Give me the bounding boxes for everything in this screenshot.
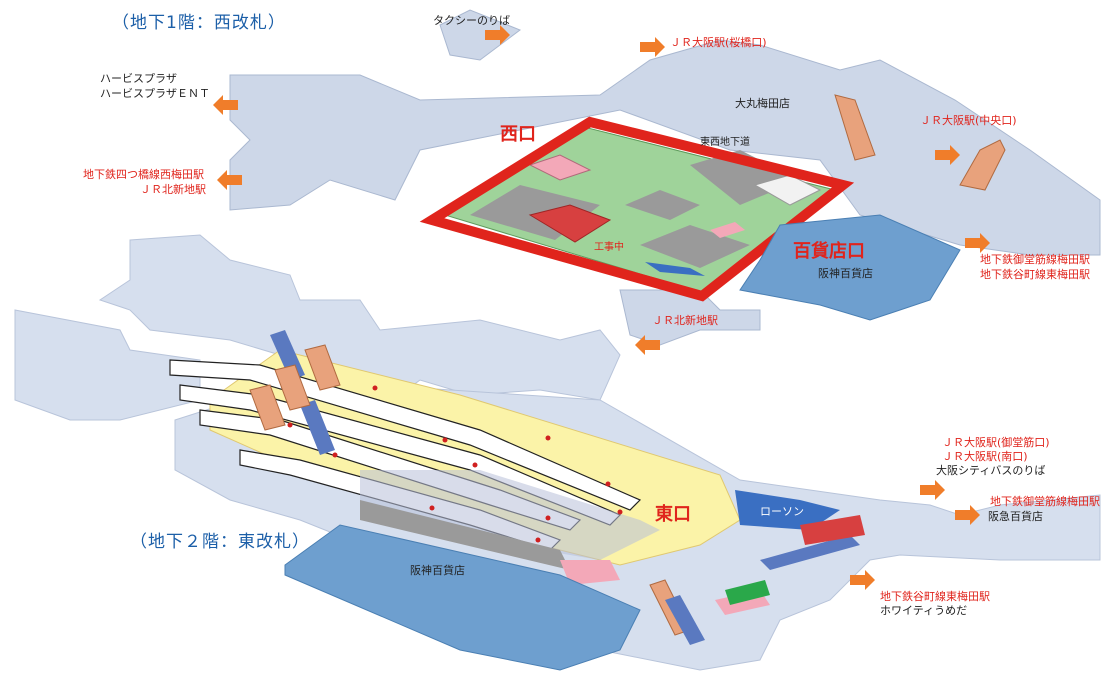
west-exit-boundary [419,116,855,302]
west-exit-label: 西口 [500,124,536,145]
hanshin-lower-area [284,524,641,671]
floor-label-b1: （地下1階：西改札） [112,13,286,33]
lawson-area [735,490,840,530]
taxi-direction: タクシーのりば [433,14,510,27]
jr-kitashinchi-central-direction: ＪＲ北新地駅 [652,314,718,327]
jr-kitashinchi-west-direction: ＪＲ北新地駅 [140,183,206,196]
direction-arrows [213,25,990,590]
hankyu-direction: 阪急百貨店 [988,510,1043,523]
midosuji-direction-2: 地下鉄御堂筋線梅田駅 [990,495,1100,508]
midosuji-direction-1: 地下鉄御堂筋線梅田駅 [980,253,1090,266]
hanshin-upper-area [739,214,961,321]
platform-markers [287,385,623,543]
department-exit-label: 百貨店口 [793,241,865,262]
herbis-direction-2: ハービスプラザＥＮＴ [100,87,210,100]
lawson-label: ローソン [760,505,804,518]
herbis-direction-1: ハービスプラザ [100,72,177,85]
tanimachi-direction-1: 地下鉄谷町線東梅田駅 [980,268,1090,281]
floor-label-b2: （地下２階：東改札） [130,532,310,552]
tanimachi-direction-2: 地下鉄谷町線東梅田駅 [880,590,990,603]
corridor-label: 東西地下道 [700,137,750,148]
city-bus-direction: 大阪シティバスのりば [936,464,1046,477]
jr-sakurabashi-direction: ＪＲ大阪駅(桜橋口) [670,36,767,49]
daimaru-label: 大丸梅田店 [735,97,790,110]
yotsubashi-direction: 地下鉄四つ橋線西梅田駅 [83,168,204,181]
west-concourse [419,116,855,302]
hanshin-upper-label: 阪神百貨店 [818,267,873,280]
east-exit-label: 東口 [655,504,691,525]
hanshin-lower-label: 阪神百貨店 [410,564,465,577]
jr-midosuji-direction: ＪＲ大阪駅(御堂筋口) [942,436,1050,449]
construction-label: 工事中 [594,242,624,253]
jr-south-direction: ＪＲ大阪駅(南口) [942,450,1028,463]
jr-central-direction: ＪＲ大阪駅(中央口) [920,114,1017,127]
whity-direction: ホワイティうめだ [880,604,968,617]
escalators [249,94,1006,645]
east-concourse [169,349,741,585]
